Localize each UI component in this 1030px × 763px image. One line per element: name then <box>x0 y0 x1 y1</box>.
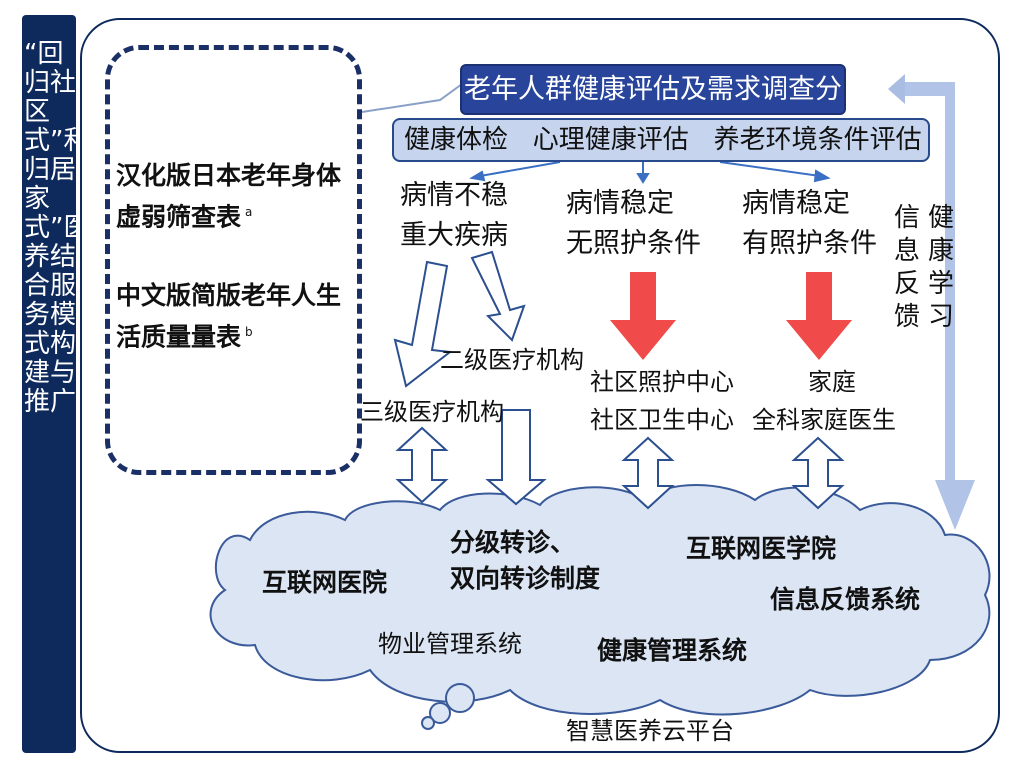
health-learning-label: 健康学习 <box>928 203 955 332</box>
arrow-to-tertiary <box>393 260 453 388</box>
small-arrow-right <box>719 161 821 177</box>
referral-line2: 双向转诊制度 <box>450 564 601 593</box>
cloud-bubble-small <box>421 716 435 730</box>
condition-unstable-line2: 重大疾病 <box>400 220 508 251</box>
assessment-title: 老年人群健康评估及需求调查分析 <box>460 64 846 152</box>
condition-stable-nocare-line1: 病情稳定 <box>566 188 674 219</box>
feedback-label: 信息反馈 <box>894 203 921 332</box>
internet-hospital: 互联网医院 <box>262 568 388 597</box>
condition-unstable-line1: 病情不稳 <box>400 180 508 211</box>
red-arrow-community <box>610 272 676 360</box>
health-management-system: 健康管理系统 <box>597 636 748 665</box>
cloud-bubble-medium <box>429 702 451 724</box>
double-arrow-home <box>791 436 845 510</box>
feedback-arrow-head-left <box>888 74 905 104</box>
home: 家庭 <box>808 368 856 396</box>
smart-care-cloud-platform: 智慧医养云平台 <box>566 717 734 745</box>
internet-medical-college: 互联网医学院 <box>686 534 837 563</box>
feedback-arrow <box>898 82 975 530</box>
scale-qol-note: b <box>245 325 253 339</box>
arrow-secondary-down <box>485 409 547 506</box>
cloud-shape <box>209 484 991 716</box>
sidebar-title-bar <box>22 15 76 753</box>
scale-frailty-text: 汉化版日本老年身体虚弱筛查表 <box>116 161 342 232</box>
double-arrow-tertiary <box>395 426 449 504</box>
condition-stable-care-line2: 有照护条件 <box>742 228 877 259</box>
scale-qol-text: 中文版简版老年人生活质量量表 <box>116 281 342 352</box>
general-practitioner: 全科家庭医生 <box>752 406 896 434</box>
scale-frailty-note: a <box>245 205 253 219</box>
secondary-hospital: 二级医疗机构 <box>440 346 584 374</box>
exam-items-bar: 健康体检 心理健康评估 养老环境条件评估 <box>392 118 930 162</box>
main-frame <box>80 18 1000 753</box>
community-health-center: 社区卫生中心 <box>590 406 734 434</box>
property-management-system: 物业管理系统 <box>378 630 522 658</box>
red-arrow-home <box>786 272 852 360</box>
condition-stable-care-line1: 病情稳定 <box>742 188 850 219</box>
referral-line1: 分级转诊、 <box>450 528 576 557</box>
small-arrow-left <box>479 161 561 177</box>
cloud-bubble-large <box>445 683 475 713</box>
tertiary-hospital: 三级医疗机构 <box>360 398 504 426</box>
arrow-to-secondary <box>470 250 526 342</box>
community-care-center: 社区照护中心 <box>590 368 734 396</box>
info-feedback-system: 信息反馈系统 <box>770 585 921 614</box>
condition-stable-nocare-line2: 无照护条件 <box>566 228 701 259</box>
connector-line <box>361 83 463 113</box>
double-arrow-community <box>621 436 675 510</box>
screening-scales-box <box>105 45 362 475</box>
